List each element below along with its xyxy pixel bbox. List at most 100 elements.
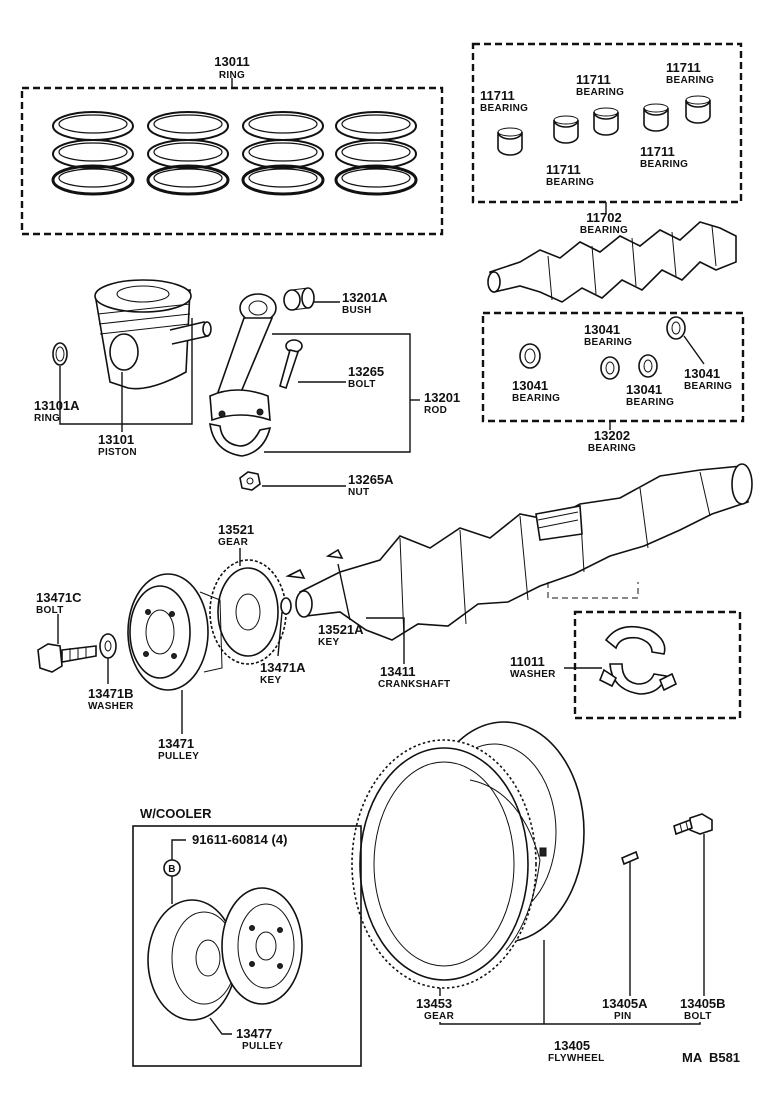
rod-bearing-d-number: 13041 [684, 366, 720, 381]
rod-number: 13201 [424, 390, 460, 405]
ring-number: 13011 [214, 54, 249, 69]
pulley-name: PULLEY [158, 751, 199, 762]
rod-bearing-a-name: BEARING [584, 337, 632, 348]
pulley-bolt-number: 13471C [36, 590, 82, 605]
piston-ring-inner [153, 114, 223, 134]
bearing-d-name: BEARING [546, 177, 594, 188]
piston-ring [147, 139, 229, 169]
piston-ring-inner [248, 114, 318, 134]
figure-code: MA B581 [682, 1050, 740, 1065]
rod-bearing-set-name: BEARING [588, 443, 636, 454]
main-bearing-set [471, 42, 743, 214]
bearing-a-name: BEARING [480, 103, 528, 114]
piston [94, 279, 212, 390]
rod-bearing-frame [481, 311, 745, 423]
pulley-key-number: 13471A [260, 660, 306, 675]
bearing-e-name: BEARING [640, 159, 688, 170]
gear-name: GEAR [218, 537, 249, 548]
nut-number: 13265A [348, 472, 394, 487]
piston-ring [51, 164, 135, 196]
cooler-title: W/COOLER [140, 806, 212, 821]
piston-ring-inner [248, 168, 318, 188]
flywheel-pin [621, 850, 639, 996]
pulley-key [277, 597, 292, 657]
rod-bearing-a-number: 13041 [584, 322, 620, 337]
key-small-number: 13521A [318, 622, 364, 637]
crankshaft [295, 463, 753, 641]
rod-name: ROD [424, 405, 447, 416]
piston-ring [242, 111, 324, 141]
timing-gear [209, 548, 287, 665]
piston-ring-inner [341, 114, 411, 134]
main-bearing-shells [497, 95, 711, 156]
flywheel-bolt [673, 813, 713, 996]
snap-ring-name: RING [34, 413, 60, 424]
upper-crankshaft-sketch [487, 221, 737, 303]
piston-number: 13101 [98, 432, 134, 447]
piston-ring [52, 139, 134, 169]
piston-ring [335, 111, 417, 141]
rod-bearing-b-name: BEARING [512, 393, 560, 404]
bush-name: BUSH [342, 305, 372, 316]
bearing-set-name: BEARING [580, 225, 628, 236]
bearing-b-name: BEARING [576, 87, 624, 98]
flywheel-name: FLYWHEEL [548, 1053, 604, 1064]
piston-ring-inner [341, 142, 411, 162]
pulley-bolt-name: BOLT [36, 605, 64, 616]
gear-number: 13521 [218, 522, 254, 537]
piston-ring [335, 139, 417, 169]
rod-bolt-name: BOLT [348, 379, 376, 390]
piston-ring [147, 111, 229, 141]
thrust-washer-name: WASHER [510, 669, 556, 680]
bearing-set-number: 11702 [586, 210, 621, 225]
bearing-b-number: 11711 [576, 72, 611, 87]
crank-pulley [127, 573, 223, 691]
pin-number: 13405A [602, 996, 648, 1011]
part-labels: 13011 RING 11711 BEARING 11711 BEARING 1… [34, 54, 740, 1065]
rod-bolt [279, 339, 303, 390]
piston-ring-inner [341, 168, 411, 188]
crankshaft-keys [285, 548, 405, 664]
pulley-key-name: KEY [260, 675, 281, 686]
ring-gear-name: GEAR [424, 1011, 455, 1022]
cooler-bolt-number: 91611-60814 (4) [192, 832, 287, 847]
thrust-washer-set [564, 610, 742, 720]
cooler-pulley-name: PULLEY [242, 1041, 283, 1052]
piston-ring [242, 139, 324, 169]
snap-ring-number: 13101A [34, 398, 80, 413]
rod-bearing-d-name: BEARING [684, 381, 732, 392]
flywheel-bolt-name: BOLT [684, 1011, 712, 1022]
rod-bearing-c-name: BEARING [626, 397, 674, 408]
cooler-frame [132, 825, 362, 1067]
piston-ring-inner [58, 168, 128, 188]
pulley-number: 13471 [158, 736, 194, 751]
rod-nut [239, 471, 261, 491]
snap-ring [52, 342, 68, 366]
pulley-washer [99, 633, 117, 684]
bearing-d-number: 11711 [546, 162, 581, 177]
piston-ring-inner [153, 142, 223, 162]
crankshaft-name: CRANKSHAFT [378, 679, 450, 690]
pin-name: PIN [614, 1011, 632, 1022]
ring-stacks [51, 111, 418, 196]
flywheel-number: 13405 [554, 1038, 590, 1053]
flywheel-assembly [351, 721, 701, 1025]
piston-leaders [59, 318, 193, 432]
bearing-c-name: BEARING [666, 75, 714, 86]
rod-bearing-set [481, 311, 745, 430]
bearing-e-number: 11711 [640, 144, 675, 159]
cooler-pulley-number: 13477 [236, 1026, 272, 1041]
bush-number: 13201A [342, 290, 388, 305]
nut-name: NUT [348, 487, 369, 498]
bearing-c-number: 11711 [666, 60, 701, 75]
rod-bush [283, 287, 315, 311]
piston-ring-inner [58, 114, 128, 134]
rod-bearing-c-number: 13041 [626, 382, 662, 397]
piston-ring-inner [58, 142, 128, 162]
rod-bearing-b-number: 13041 [512, 378, 548, 393]
piston-name: PISTON [98, 447, 137, 458]
pulley-washer-name: WASHER [88, 701, 134, 712]
rod-leaders [262, 301, 420, 487]
piston-ring-inner [248, 142, 318, 162]
